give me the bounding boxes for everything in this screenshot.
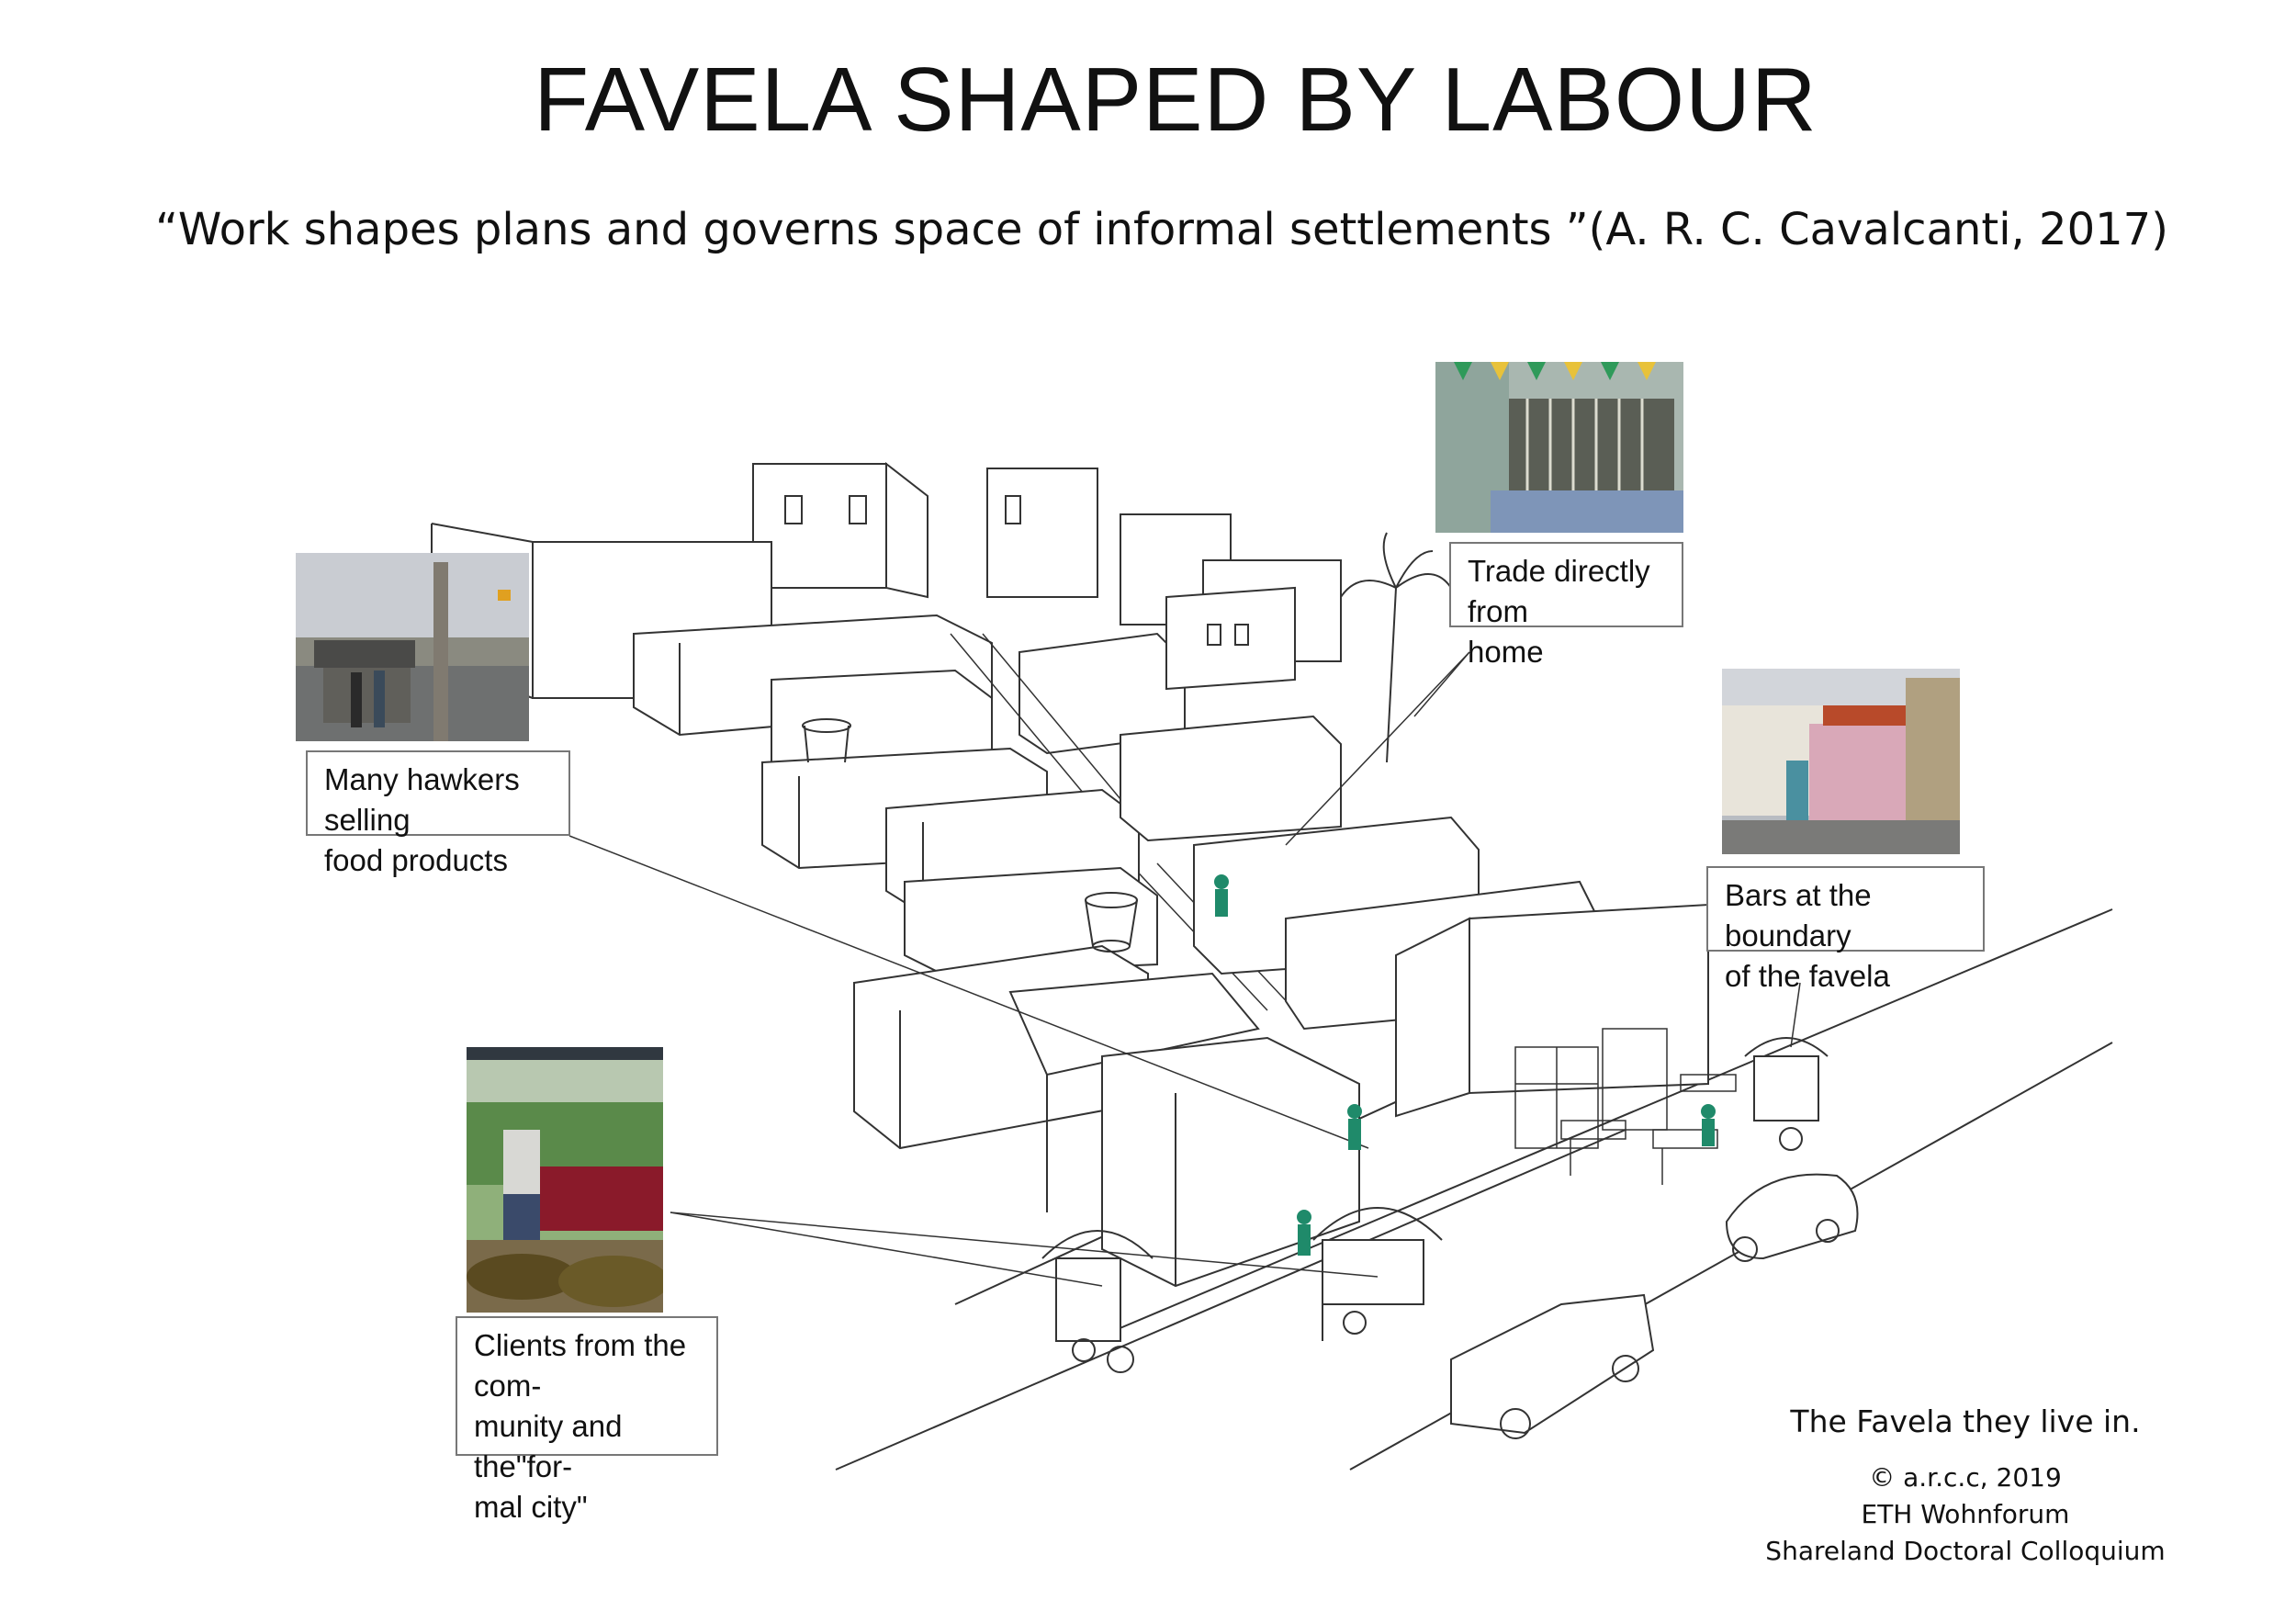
people-figures [1214,874,1716,1256]
water-tank [1085,892,1138,952]
building-block [1008,972,1260,1212]
drawing-caption: The Favela they live in. [1790,1403,2141,1439]
organization-line: ETH Wohnforum [1861,1499,2070,1529]
callout-bars: Bars at the boundary of the favela [1706,866,1985,993]
palm-tree [1340,532,1452,763]
photo-home-trade [1435,362,1683,533]
vendor-cart [1312,1207,1443,1341]
building-block [1395,903,1709,1118]
callout-hawkers: Many hawkers selling food products [306,750,570,877]
photo-clients-street [467,1047,663,1313]
vendor-cart [1041,1230,1154,1373]
photo-street-hawkers [296,553,529,741]
water-tank [802,718,851,763]
building-block [1120,715,1342,842]
car-sedan [1450,1293,1655,1439]
building-block [1165,586,1296,691]
page-title: FAVELA SHAPED BY LABOUR [534,49,1818,150]
event-line: Shareland Doctoral Colloquium [1765,1536,2166,1566]
building-block [752,461,929,599]
street-line [835,1129,1626,1471]
decorative-grille [1514,1028,1668,1149]
leader-lines [568,651,1801,1287]
building-block [1101,1036,1360,1288]
bar-tables [1560,1074,1737,1185]
callout-clients: Clients from the com- munity and the"for… [456,1316,718,1524]
building-block [986,468,1098,598]
callout-home-trade: Trade directly from home [1449,542,1683,669]
photo-corner-bar [1722,669,1960,854]
car-beetle [1725,1173,1859,1262]
page-subtitle: “Work shapes plans and governs space of … [155,204,2168,255]
copyright-line: © a.r.c.c, 2019 [1869,1462,2062,1493]
vendor-cart [1744,1037,1829,1151]
